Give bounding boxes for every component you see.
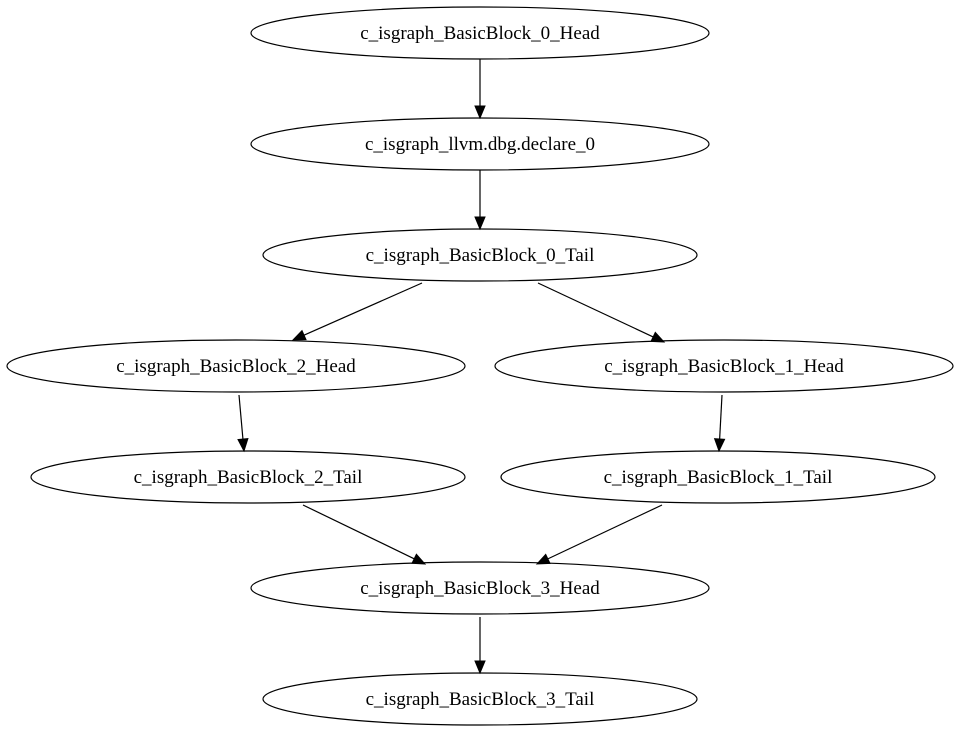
- node-label: c_isgraph_BasicBlock_0_Tail: [366, 245, 595, 266]
- node-label: c_isgraph_BasicBlock_3_Tail: [366, 689, 595, 710]
- arrowhead-icon: [474, 660, 486, 675]
- nodes-layer: c_isgraph_BasicBlock_0_Head c_isgraph_llv…: [6, 6, 954, 726]
- arrowhead-icon: [237, 438, 249, 453]
- node-ellipse: [494, 339, 954, 393]
- edge-line: [537, 282, 654, 338]
- arrowhead-icon: [535, 553, 551, 565]
- arrowhead-icon: [474, 216, 486, 231]
- edge-dbg-declare-to-bb0-tail: [474, 170, 486, 231]
- node-label: c_isgraph_BasicBlock_2_Tail: [134, 467, 363, 488]
- edge-bb0-head-to-dbg-declare: [474, 59, 486, 120]
- node-bb3-tail: c_isgraph_BasicBlock_3_Tail: [262, 672, 698, 726]
- node-ellipse: [30, 450, 466, 504]
- edge-line: [303, 282, 423, 336]
- node-ellipse: [262, 672, 698, 726]
- arrowhead-icon: [291, 329, 307, 341]
- arrowhead-icon: [411, 553, 427, 565]
- node-dbg-declare: c_isgraph_llvm.dbg.declare_0: [250, 117, 710, 171]
- edge-bb1-tail-to-bb3-head: [535, 504, 663, 565]
- edge-bb0-tail-to-bb2-head: [291, 282, 423, 341]
- edge-line: [238, 394, 244, 440]
- node-ellipse: [250, 561, 710, 615]
- node-bb1-tail: c_isgraph_BasicBlock_1_Tail: [500, 450, 936, 504]
- node-bb3-head: c_isgraph_BasicBlock_3_Head: [250, 561, 710, 615]
- node-bb0-head: c_isgraph_BasicBlock_0_Head: [250, 6, 710, 60]
- node-ellipse: [250, 117, 710, 171]
- node-label: c_isgraph_BasicBlock_1_Head: [604, 356, 844, 377]
- edge-bb2-head-to-bb2-tail: [237, 394, 249, 453]
- node-bb0-tail: c_isgraph_BasicBlock_0_Tail: [262, 228, 698, 282]
- edge-bb1-head-to-bb1-tail: [713, 394, 726, 453]
- node-label: c_isgraph_BasicBlock_0_Head: [360, 23, 600, 44]
- arrowhead-icon: [713, 438, 726, 453]
- node-ellipse: [250, 6, 710, 60]
- edge-line: [547, 504, 663, 560]
- edges-layer: [237, 59, 726, 675]
- edge-bb2-tail-to-bb3-head: [302, 504, 427, 565]
- edge-line: [302, 504, 415, 560]
- node-ellipse: [262, 228, 698, 282]
- node-label: c_isgraph_BasicBlock_3_Head: [360, 578, 600, 599]
- node-bb1-head: c_isgraph_BasicBlock_1_Head: [494, 339, 954, 393]
- edge-bb0-tail-to-bb1-head: [537, 282, 666, 343]
- node-ellipse: [500, 450, 936, 504]
- edge-bb3-head-to-bb3-tail: [474, 617, 486, 675]
- node-label: c_isgraph_BasicBlock_1_Tail: [604, 467, 833, 488]
- arrowhead-icon: [474, 105, 486, 120]
- edge-line: [719, 394, 723, 440]
- arrowhead-icon: [650, 331, 666, 343]
- node-label: c_isgraph_BasicBlock_2_Head: [116, 356, 356, 377]
- node-bb2-head: c_isgraph_BasicBlock_2_Head: [6, 339, 466, 393]
- node-bb2-tail: c_isgraph_BasicBlock_2_Tail: [30, 450, 466, 504]
- node-label: c_isgraph_llvm.dbg.declare_0: [365, 134, 595, 155]
- node-ellipse: [6, 339, 466, 393]
